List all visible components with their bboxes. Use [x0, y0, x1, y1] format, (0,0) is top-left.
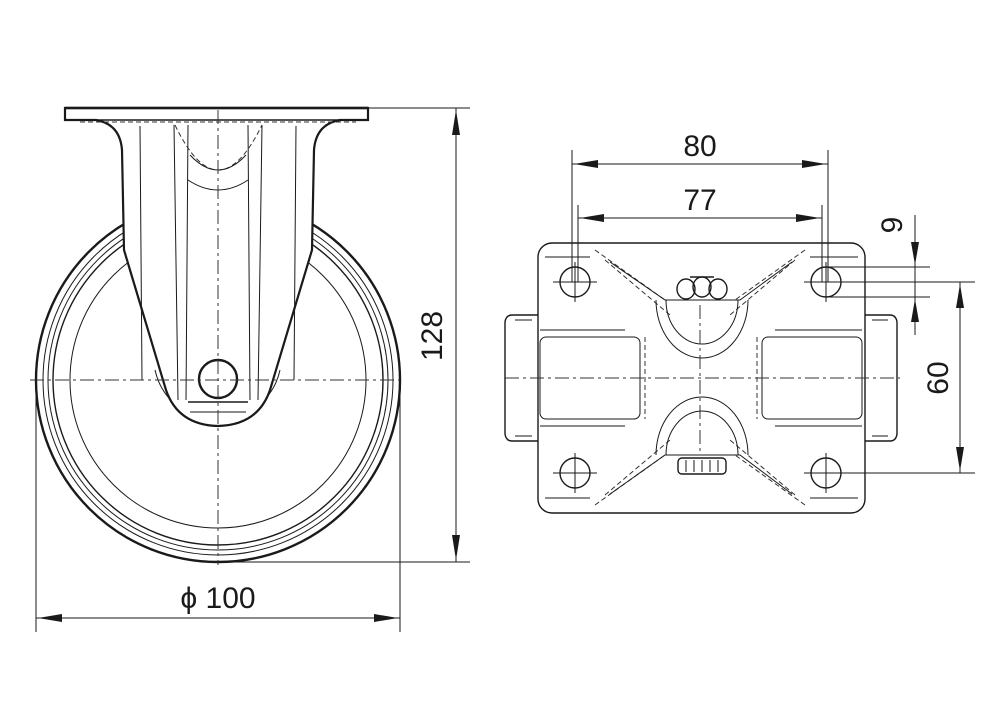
hole-spacing-depth-label: 60 [922, 361, 955, 394]
diameter-dimension-label: ϕ 100 [180, 582, 255, 615]
bolt-hole-bottom-left [553, 453, 597, 493]
bolt-hole-top-left [553, 262, 597, 302]
hole-spacing-width-label: 77 [683, 184, 716, 217]
plate-width-label: 80 [683, 130, 716, 163]
thread-icon [677, 457, 727, 475]
top-plate-view: 80 77 9 60 [504, 130, 975, 514]
side-view: 128 ϕ 100 [30, 106, 470, 632]
hole-diameter-label: 9 [876, 217, 909, 234]
fork-bracket [63, 106, 370, 428]
height-dimension-label: 128 [416, 311, 449, 361]
nut-icon [676, 276, 728, 300]
